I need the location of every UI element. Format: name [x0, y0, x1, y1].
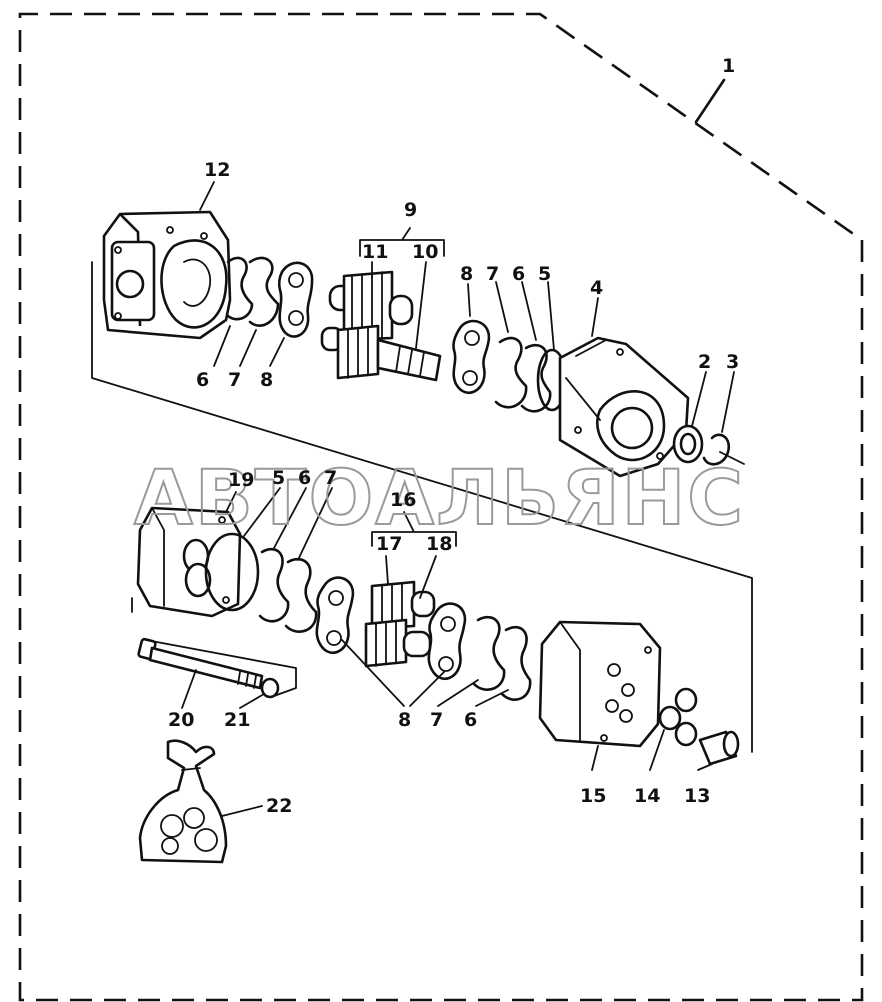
- bracket-16: [371, 511, 457, 547]
- watermark-text: АВТОАЛЬЯНС: [134, 453, 745, 542]
- label-6a: 6: [196, 369, 209, 391]
- label-8c: 8: [398, 709, 411, 731]
- leader-6d: [475, 689, 509, 707]
- leader-15: [591, 745, 599, 771]
- label-2: 2: [698, 351, 711, 373]
- leader-21: [239, 693, 265, 709]
- label-15: 15: [580, 785, 606, 807]
- plate-8-upper-left: [277, 261, 314, 338]
- end-cover-15: [538, 620, 662, 748]
- label-6c: 6: [298, 467, 311, 489]
- leader-4: [591, 297, 599, 337]
- label-6d: 6: [464, 709, 477, 731]
- leader-6b: [521, 281, 537, 341]
- bracket-9: [359, 227, 445, 257]
- label-18: 18: [426, 533, 452, 555]
- leader-3: [721, 371, 735, 433]
- leader-20: [181, 669, 197, 709]
- leader-6c: [273, 487, 307, 549]
- front-housing-4: [558, 336, 690, 478]
- leader-1: [694, 78, 726, 124]
- bolt-20: [137, 637, 264, 690]
- driven-gear-11: [328, 270, 414, 342]
- leader-17: [385, 555, 389, 585]
- label-6b: 6: [512, 263, 525, 285]
- label-5b: 5: [272, 467, 285, 489]
- label-8b: 8: [460, 263, 473, 285]
- assembly-border: [18, 12, 864, 1002]
- leader-13: [697, 763, 713, 771]
- label-7d: 7: [430, 709, 443, 731]
- o-rings-14: [658, 687, 698, 747]
- label-13: 13: [684, 785, 710, 807]
- seal-6-upper-left: [226, 256, 254, 321]
- seal-7-upper-right: [494, 336, 528, 409]
- label-3: 3: [726, 351, 739, 373]
- upper-group-frame: [91, 261, 753, 753]
- label-1: 1: [722, 55, 735, 77]
- leader-8c-2: [409, 671, 445, 707]
- label-16: 16: [390, 489, 416, 511]
- leader-18: [419, 555, 437, 599]
- washer-21: [260, 677, 280, 699]
- leader-7c: [297, 487, 333, 561]
- bolt-frame: [145, 639, 297, 697]
- gear-17: [370, 580, 436, 630]
- label-8a: 8: [260, 369, 273, 391]
- leader-2: [691, 371, 707, 427]
- o-ring-5-lower: [204, 532, 260, 612]
- label-12: 12: [204, 159, 230, 181]
- label-5a: 5: [538, 263, 551, 285]
- leader-12: [199, 181, 215, 211]
- plate-8-upper-right: [452, 319, 491, 395]
- seal-7-upper-left: [248, 256, 280, 327]
- leader-6a: [213, 325, 231, 367]
- plate-8-lower-right: [427, 602, 467, 681]
- leader-8b: [467, 283, 471, 317]
- leader-10: [415, 261, 427, 349]
- seal-6-upper-right: [520, 343, 552, 413]
- leader-22: [221, 805, 263, 817]
- label-22: 22: [266, 795, 292, 817]
- leader-7a: [239, 329, 257, 367]
- label-11: 11: [362, 241, 388, 263]
- plate-8-lower-left: [315, 576, 355, 655]
- label-4: 4: [590, 277, 603, 299]
- gear-18: [364, 618, 432, 668]
- seal-7-lower-left: [284, 557, 318, 633]
- parts-bag-22: [138, 739, 228, 864]
- label-21: 21: [224, 709, 250, 731]
- snap-ring-3: [702, 433, 745, 466]
- drive-gear-10: [320, 324, 442, 382]
- leader-8c-1: [341, 639, 405, 707]
- label-7b: 7: [486, 263, 499, 285]
- leader-7b: [495, 281, 509, 333]
- label-20: 20: [168, 709, 194, 731]
- intermediate-housing-19: [136, 506, 242, 618]
- leader-8a: [269, 337, 285, 367]
- leader-19: [225, 491, 237, 513]
- leader-7d: [437, 679, 479, 707]
- label-17: 17: [376, 533, 402, 555]
- label-7a: 7: [228, 369, 241, 391]
- label-19: 19: [228, 469, 254, 491]
- label-14: 14: [634, 785, 660, 807]
- leader-14: [649, 729, 665, 771]
- seal-6-lower-right: [500, 625, 532, 701]
- label-9: 9: [404, 199, 417, 221]
- rear-housing-12: [102, 210, 232, 340]
- sleeve-13: [698, 730, 740, 766]
- leader-5a: [547, 281, 555, 351]
- seal-7-lower-right: [472, 615, 506, 691]
- label-7c: 7: [324, 467, 337, 489]
- shaft-seal-2: [672, 424, 704, 464]
- seal-6-lower-left: [258, 547, 290, 623]
- leader-5b: [243, 487, 281, 537]
- label-10: 10: [412, 241, 438, 263]
